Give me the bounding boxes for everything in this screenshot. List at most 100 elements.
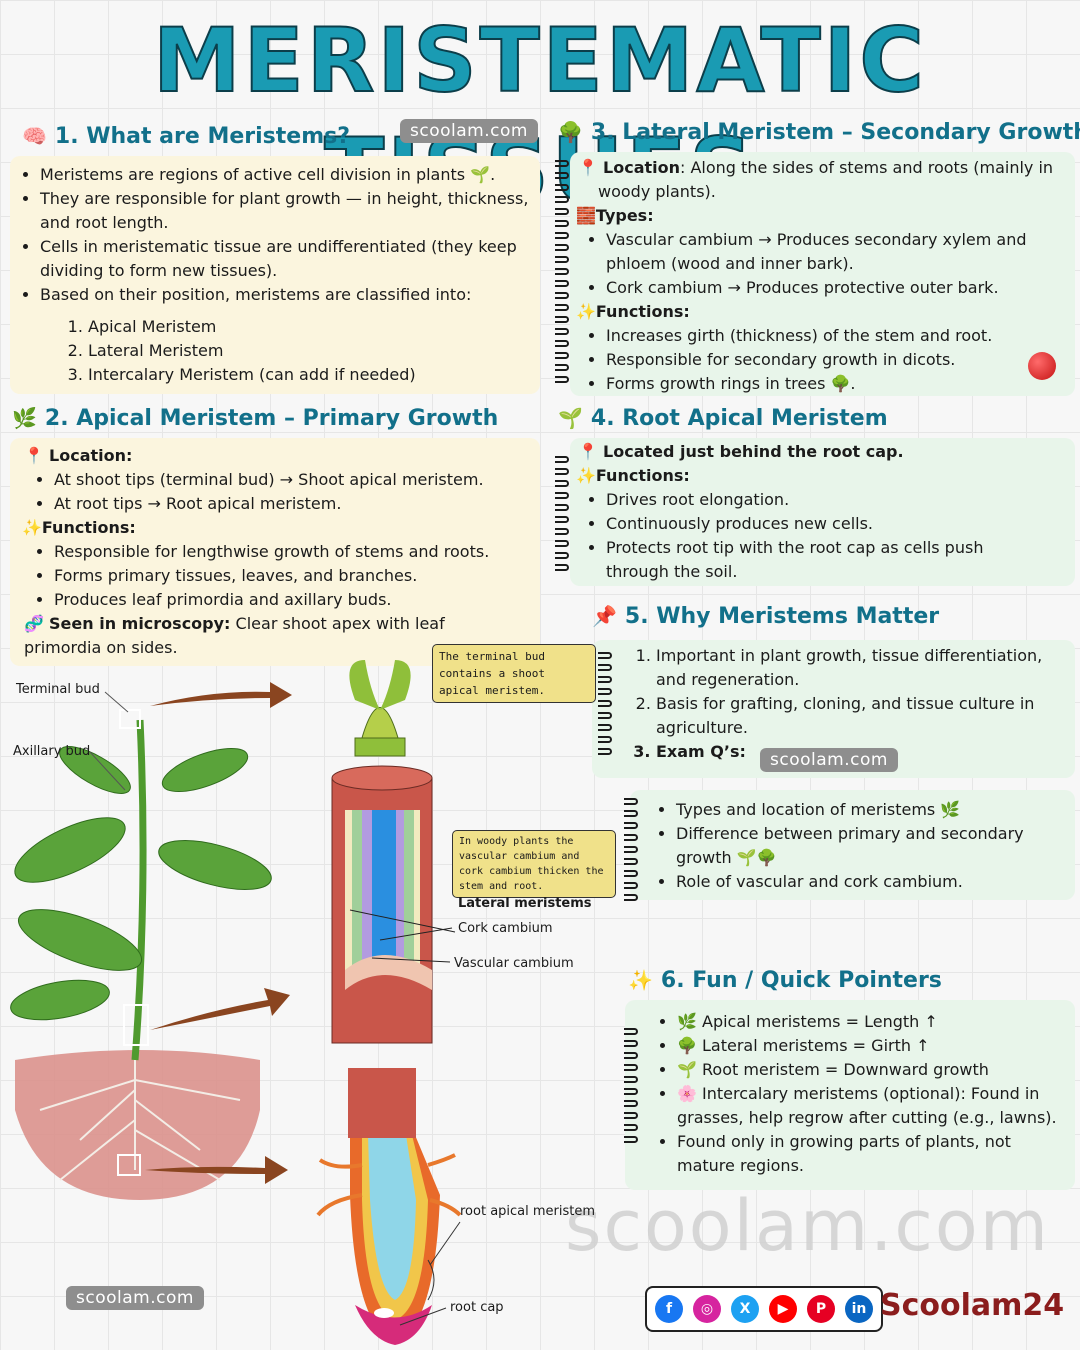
functions-label: Functions: <box>41 518 136 537</box>
section4-card: 📍 Located just behind the root cap. ✨Fun… <box>570 438 1075 586</box>
microscopy-value: Clear shoot apex with leaf primordia on … <box>24 614 445 657</box>
list-item: Cork cambium → Produces protective outer… <box>606 276 1046 300</box>
list-item: Found only in growing parts of plants, n… <box>677 1130 1067 1178</box>
section6-list: 🌿 Apical meristems = Length ↑ 🌳 Lateral … <box>625 1010 1067 1178</box>
spiral-binding <box>555 160 569 388</box>
list-item: Protects root tip with the root cap as c… <box>606 536 1026 584</box>
section1-bullets: Meristems are regions of active cell div… <box>10 163 540 307</box>
pushpin-icon: 📌 <box>592 604 617 628</box>
exam-card: Types and location of meristems 🌿 Differ… <box>630 790 1075 900</box>
section4-title: 🌱4. Root Apical Meristem <box>558 406 888 431</box>
functions-heading: ✨Functions: <box>576 300 1075 324</box>
list-item: Apical Meristem <box>88 315 540 339</box>
spiral-binding <box>598 652 612 760</box>
section2-title-text: 2. Apical Meristem – Primary Growth <box>44 406 499 431</box>
list-item: Lateral Meristem <box>88 339 540 363</box>
root-cap-label: root cap <box>450 1300 504 1315</box>
spiral-binding <box>624 1028 638 1148</box>
section4-functions-list: Drives root elongation. Continuously pro… <box>570 488 1026 584</box>
dna-icon: 🧬 <box>24 614 44 633</box>
section6-title-text: 6. Fun / Quick Pointers <box>660 968 942 993</box>
section3-title: 🌳 3. Lateral Meristem – Secondary Growth <box>558 120 1080 145</box>
spiral-binding <box>624 798 638 906</box>
terminal-bud-callout: The terminal bud contains a shoot apical… <box>432 644 596 703</box>
list-item: Meristems are regions of active cell div… <box>40 163 540 187</box>
background-watermark: scoolam.com <box>565 1185 1050 1267</box>
functions-heading: ✨Functions: <box>576 464 1075 488</box>
list-item: Produces leaf primordia and axillary bud… <box>54 588 540 612</box>
list-item: 🌱 Root meristem = Downward growth <box>677 1058 1067 1082</box>
section3-location: 📍 Location: Along the sides of stems and… <box>578 156 1068 204</box>
brain-icon: 🧠 <box>22 124 47 148</box>
location-heading: 📍 Location: <box>24 444 540 468</box>
section3-types-list: Vascular cambium → Produces secondary xy… <box>570 228 1046 300</box>
cork-cambium-label: Cork cambium <box>458 921 553 936</box>
sparkle-icon: ✨ <box>576 302 596 321</box>
section3-title-text: 3. Lateral Meristem – Secondary Growth <box>590 120 1080 145</box>
list-item: Continuously produces new cells. <box>606 512 1026 536</box>
list-item: They are responsible for plant growth — … <box>40 187 540 235</box>
section1-title-text: 1. What are Meristems? <box>54 124 350 149</box>
list-item: Role of vascular and cork cambium. <box>676 870 1056 894</box>
section2-location-list: At shoot tips (terminal bud) → Shoot api… <box>10 468 540 516</box>
types-label: Types: <box>595 206 654 225</box>
section1-title: 🧠 1. What are Meristems? <box>22 124 350 149</box>
tree-icon: 🌳 <box>558 120 583 144</box>
list-item: Forms growth rings in trees 🌳. <box>606 372 1075 396</box>
list-item: 🌿 Apical meristems = Length ↑ <box>677 1010 1067 1034</box>
pin-icon: 📍 <box>578 158 598 177</box>
pushpin-icon <box>1028 352 1056 380</box>
location-value: : Along the sides of stems and roots (ma… <box>598 158 1054 201</box>
list-item: Responsible for secondary growth in dico… <box>606 348 1075 372</box>
section2-card: 📍 Location: At shoot tips (terminal bud)… <box>10 438 540 666</box>
x-icon[interactable]: X <box>731 1295 759 1323</box>
section6-title: ✨ 6. Fun / Quick Pointers <box>628 968 942 993</box>
list-item: Exam Q’s: <box>656 740 1066 764</box>
list-item: 🌳 Lateral meristems = Girth ↑ <box>677 1034 1067 1058</box>
section5-title-text: 5. Why Meristems Matter <box>624 604 940 629</box>
list-item: At root tips → Root apical meristem. <box>54 492 540 516</box>
axillary-bud-label: Axillary bud <box>13 744 91 759</box>
section4-title-text: 4. Root Apical Meristem <box>590 406 888 431</box>
list-item: Vascular cambium → Produces secondary xy… <box>606 228 1046 276</box>
list-item: At shoot tips (terminal bud) → Shoot api… <box>54 468 540 492</box>
terminal-bud-label: Terminal bud <box>16 682 100 697</box>
location-label: Location: <box>49 446 133 465</box>
root-apical-meristem-label: root apical meristem <box>460 1204 596 1219</box>
section3-functions-list: Increases girth (thickness) of the stem … <box>570 324 1075 396</box>
pinterest-icon[interactable]: P <box>807 1295 835 1323</box>
section1-list: Apical Meristem Lateral Meristem Interca… <box>10 315 540 387</box>
located-text: Located just behind the root cap. <box>603 442 904 461</box>
sparkle-icon: ✨ <box>22 518 42 537</box>
exam-list: Types and location of meristems 🌿 Differ… <box>630 798 1056 894</box>
sparkle-icon: ✨ <box>628 968 653 992</box>
section2-title: 🌿 2. Apical Meristem – Primary Growth <box>12 406 498 431</box>
youtube-icon[interactable]: ▶ <box>769 1295 797 1323</box>
list-item: Responsible for lengthwise growth of ste… <box>54 540 540 564</box>
list-item: Based on their position, meristems are c… <box>40 283 540 307</box>
brick-icon: 🧱 <box>576 206 596 225</box>
plant-diagram <box>10 660 462 1345</box>
location-label: Location <box>603 158 680 177</box>
sparkle-icon: ✨ <box>576 466 596 485</box>
spiral-binding <box>555 456 569 576</box>
instagram-icon[interactable]: ◎ <box>693 1295 721 1323</box>
section5-title: 📌 5. Why Meristems Matter <box>592 604 939 629</box>
list-item: Basis for grafting, cloning, and tissue … <box>656 692 1066 740</box>
facebook-icon[interactable]: f <box>655 1295 683 1323</box>
list-item: Increases girth (thickness) of the stem … <box>606 324 1075 348</box>
watermark-tag: scoolam.com <box>400 119 538 143</box>
microscopy-label: Seen in microscopy: <box>49 614 231 633</box>
section6-card: 🌿 Apical meristems = Length ↑ 🌳 Lateral … <box>625 1000 1075 1190</box>
microscopy-text: 🧬 Seen in microscopy: Clear shoot apex w… <box>24 612 524 660</box>
lateral-meristems-label: Lateral meristems <box>458 896 592 911</box>
section4-located: 📍 Located just behind the root cap. <box>578 440 1075 464</box>
list-item: Drives root elongation. <box>606 488 1026 512</box>
herb-icon: 🌿 <box>12 406 37 430</box>
section2-functions-list: Responsible for lengthwise growth of ste… <box>10 540 540 612</box>
list-item: 🌸 Intercalary meristems (optional): Foun… <box>677 1082 1067 1130</box>
linkedin-icon[interactable]: in <box>845 1295 873 1323</box>
vascular-cambium-label: Vascular cambium <box>454 956 574 971</box>
list-item: Forms primary tissues, leaves, and branc… <box>54 564 540 588</box>
section3-card: 📍 Location: Along the sides of stems and… <box>570 152 1075 396</box>
